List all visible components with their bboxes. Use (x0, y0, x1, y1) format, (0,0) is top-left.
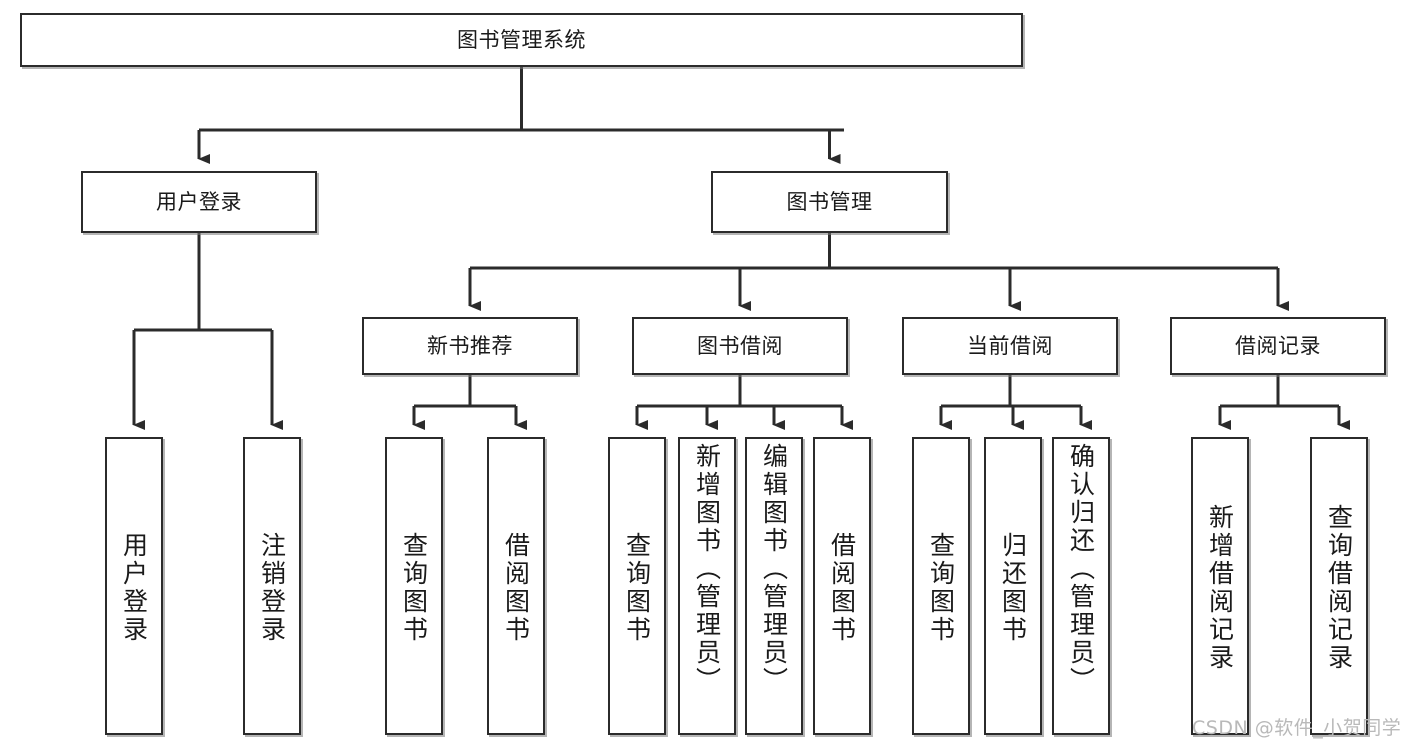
leaf-query-book-recommend[interactable]: 查询图书 (385, 437, 443, 735)
leaf-query-borrow-record[interactable]: 查询借阅记录 (1310, 437, 1368, 735)
leaf-query-book-current[interactable]: 查询图书 (912, 437, 970, 735)
node-label: 图书管理 (786, 189, 873, 214)
leaf-add-borrow-record[interactable]: 新增借阅记录 (1191, 437, 1249, 735)
leaf-logout-login[interactable]: 注销登录 (243, 437, 301, 735)
node-label: 图书管理系统 (457, 27, 586, 52)
node-label: 新增借阅记录 (1205, 504, 1235, 672)
node-borrow-record[interactable]: 借阅记录 (1170, 317, 1386, 375)
node-current-borrow[interactable]: 当前借阅 (902, 317, 1118, 375)
node-new-book-recommend[interactable]: 新书推荐 (362, 317, 578, 375)
leaf-add-book-admin[interactable]: 新增图书（管理员） (678, 437, 736, 735)
node-user-login[interactable]: 用户登录 (81, 171, 317, 233)
leaf-borrow-book[interactable]: 借阅图书 (813, 437, 871, 735)
node-book-borrow[interactable]: 图书借阅 (632, 317, 848, 375)
leaf-return-book[interactable]: 归还图书 (984, 437, 1042, 735)
node-label: 图书借阅 (697, 333, 783, 358)
leaf-edit-book-admin[interactable]: 编辑图书（管理员） (745, 437, 803, 735)
node-label: 借阅记录 (1235, 333, 1321, 358)
node-label: 用户登录 (119, 532, 149, 644)
node-label: 用户登录 (156, 189, 242, 214)
node-label: 当前借阅 (967, 333, 1053, 358)
node-label: 归还图书 (998, 532, 1028, 644)
node-label: 借阅图书 (827, 532, 857, 644)
node-root-system[interactable]: 图书管理系统 (20, 13, 1023, 67)
watermark-text: CSDN @软件_小贺同学 (1192, 717, 1402, 739)
leaf-query-book-borrow[interactable]: 查询图书 (608, 437, 666, 735)
leaf-user-login[interactable]: 用户登录 (105, 437, 163, 735)
leaf-confirm-return-admin[interactable]: 确认归还（管理员） (1052, 437, 1110, 735)
node-label: 查询借阅记录 (1324, 504, 1354, 672)
node-label: 借阅图书 (501, 532, 531, 644)
node-label: 查询图书 (926, 532, 956, 644)
node-label: 确认归还（管理员） (1066, 443, 1096, 695)
node-label: 新书推荐 (427, 333, 513, 358)
node-book-manage[interactable]: 图书管理 (711, 171, 948, 233)
node-label: 查询图书 (622, 532, 652, 644)
leaf-borrow-book-recommend[interactable]: 借阅图书 (487, 437, 545, 735)
node-label: 查询图书 (399, 532, 429, 644)
node-label: 注销登录 (257, 532, 287, 644)
node-label: 新增图书（管理员） (692, 443, 722, 695)
node-label: 编辑图书（管理员） (759, 443, 789, 695)
